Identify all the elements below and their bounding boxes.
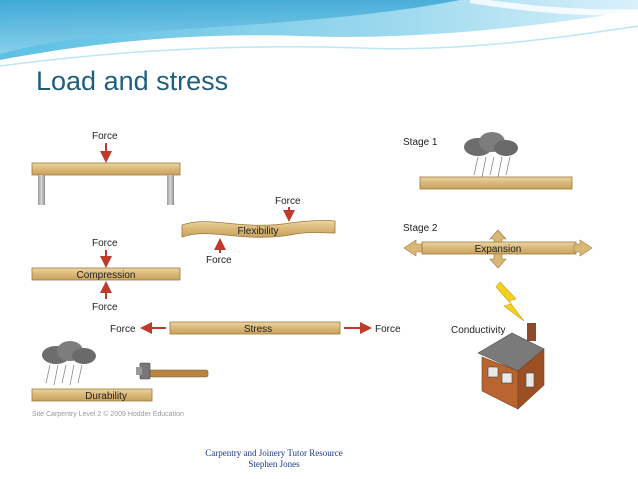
- stage1-label: Stage 1: [403, 137, 438, 148]
- conductivity-label: Conductivity: [451, 325, 505, 336]
- expansion-left-arrow-icon: [403, 239, 423, 257]
- beam-on-supports: Force: [31, 131, 181, 205]
- footer-line-2: Stephen Jones: [248, 459, 300, 469]
- wood-beam: [31, 388, 153, 402]
- wood-beam: [419, 176, 573, 190]
- durability-section: Durability: [31, 341, 209, 402]
- house-icon: [477, 323, 545, 410]
- durability-label: Durability: [85, 391, 127, 402]
- footer-credit: Carpentry and Joinery Tutor Resource Ste…: [160, 448, 388, 470]
- expansion-right-arrow-icon: [573, 239, 593, 257]
- header-wave: [0, 0, 638, 70]
- rain-cloud-icon: [464, 132, 518, 178]
- stage1-section: Stage 1: [403, 132, 573, 190]
- conductivity-section: Conductivity: [451, 281, 545, 410]
- force-label: Force: [92, 302, 118, 313]
- force-label: Force: [275, 196, 301, 207]
- force-label: Force: [206, 255, 232, 266]
- support-post-left: [38, 175, 45, 205]
- wood-beam: [31, 267, 181, 281]
- wood-beam: [31, 162, 181, 176]
- copyright-note: Site Carpentry Level 2 © 2009 Hodder Edu…: [32, 410, 184, 418]
- wood-beam: [169, 321, 341, 335]
- lightning-bolt-icon: [495, 281, 525, 322]
- compression-label: Compression: [77, 270, 136, 281]
- flexed-wood-beam: [181, 220, 336, 238]
- force-label: Force: [92, 131, 118, 142]
- expansion-down-arrow-icon: [489, 253, 507, 269]
- stress-label: Stress: [244, 324, 272, 335]
- stress-section: Force Stress Force: [110, 321, 401, 335]
- compression-section: Force Compression Force: [31, 238, 181, 313]
- load-stress-diagram: Force Force Flexibility Force Force Comp…: [31, 131, 593, 418]
- expansion-label: Expansion: [475, 244, 522, 255]
- slide-title: Load and stress: [36, 66, 229, 96]
- stage2-section: Stage 2 Expansion: [403, 223, 593, 269]
- expansion-up-arrow-icon: [489, 229, 507, 243]
- stage2-label: Stage 2: [403, 223, 438, 234]
- support-post-right: [167, 175, 174, 205]
- footer-line-1: Carpentry and Joinery Tutor Resource: [205, 448, 343, 458]
- flexibility-section: Force Flexibility Force: [181, 196, 336, 266]
- force-label: Force: [92, 238, 118, 249]
- rain-cloud-icon: [42, 341, 96, 386]
- force-label: Force: [110, 324, 136, 335]
- flexibility-label: Flexibility: [237, 226, 278, 237]
- hammer-icon: [136, 362, 209, 380]
- force-label: Force: [375, 324, 401, 335]
